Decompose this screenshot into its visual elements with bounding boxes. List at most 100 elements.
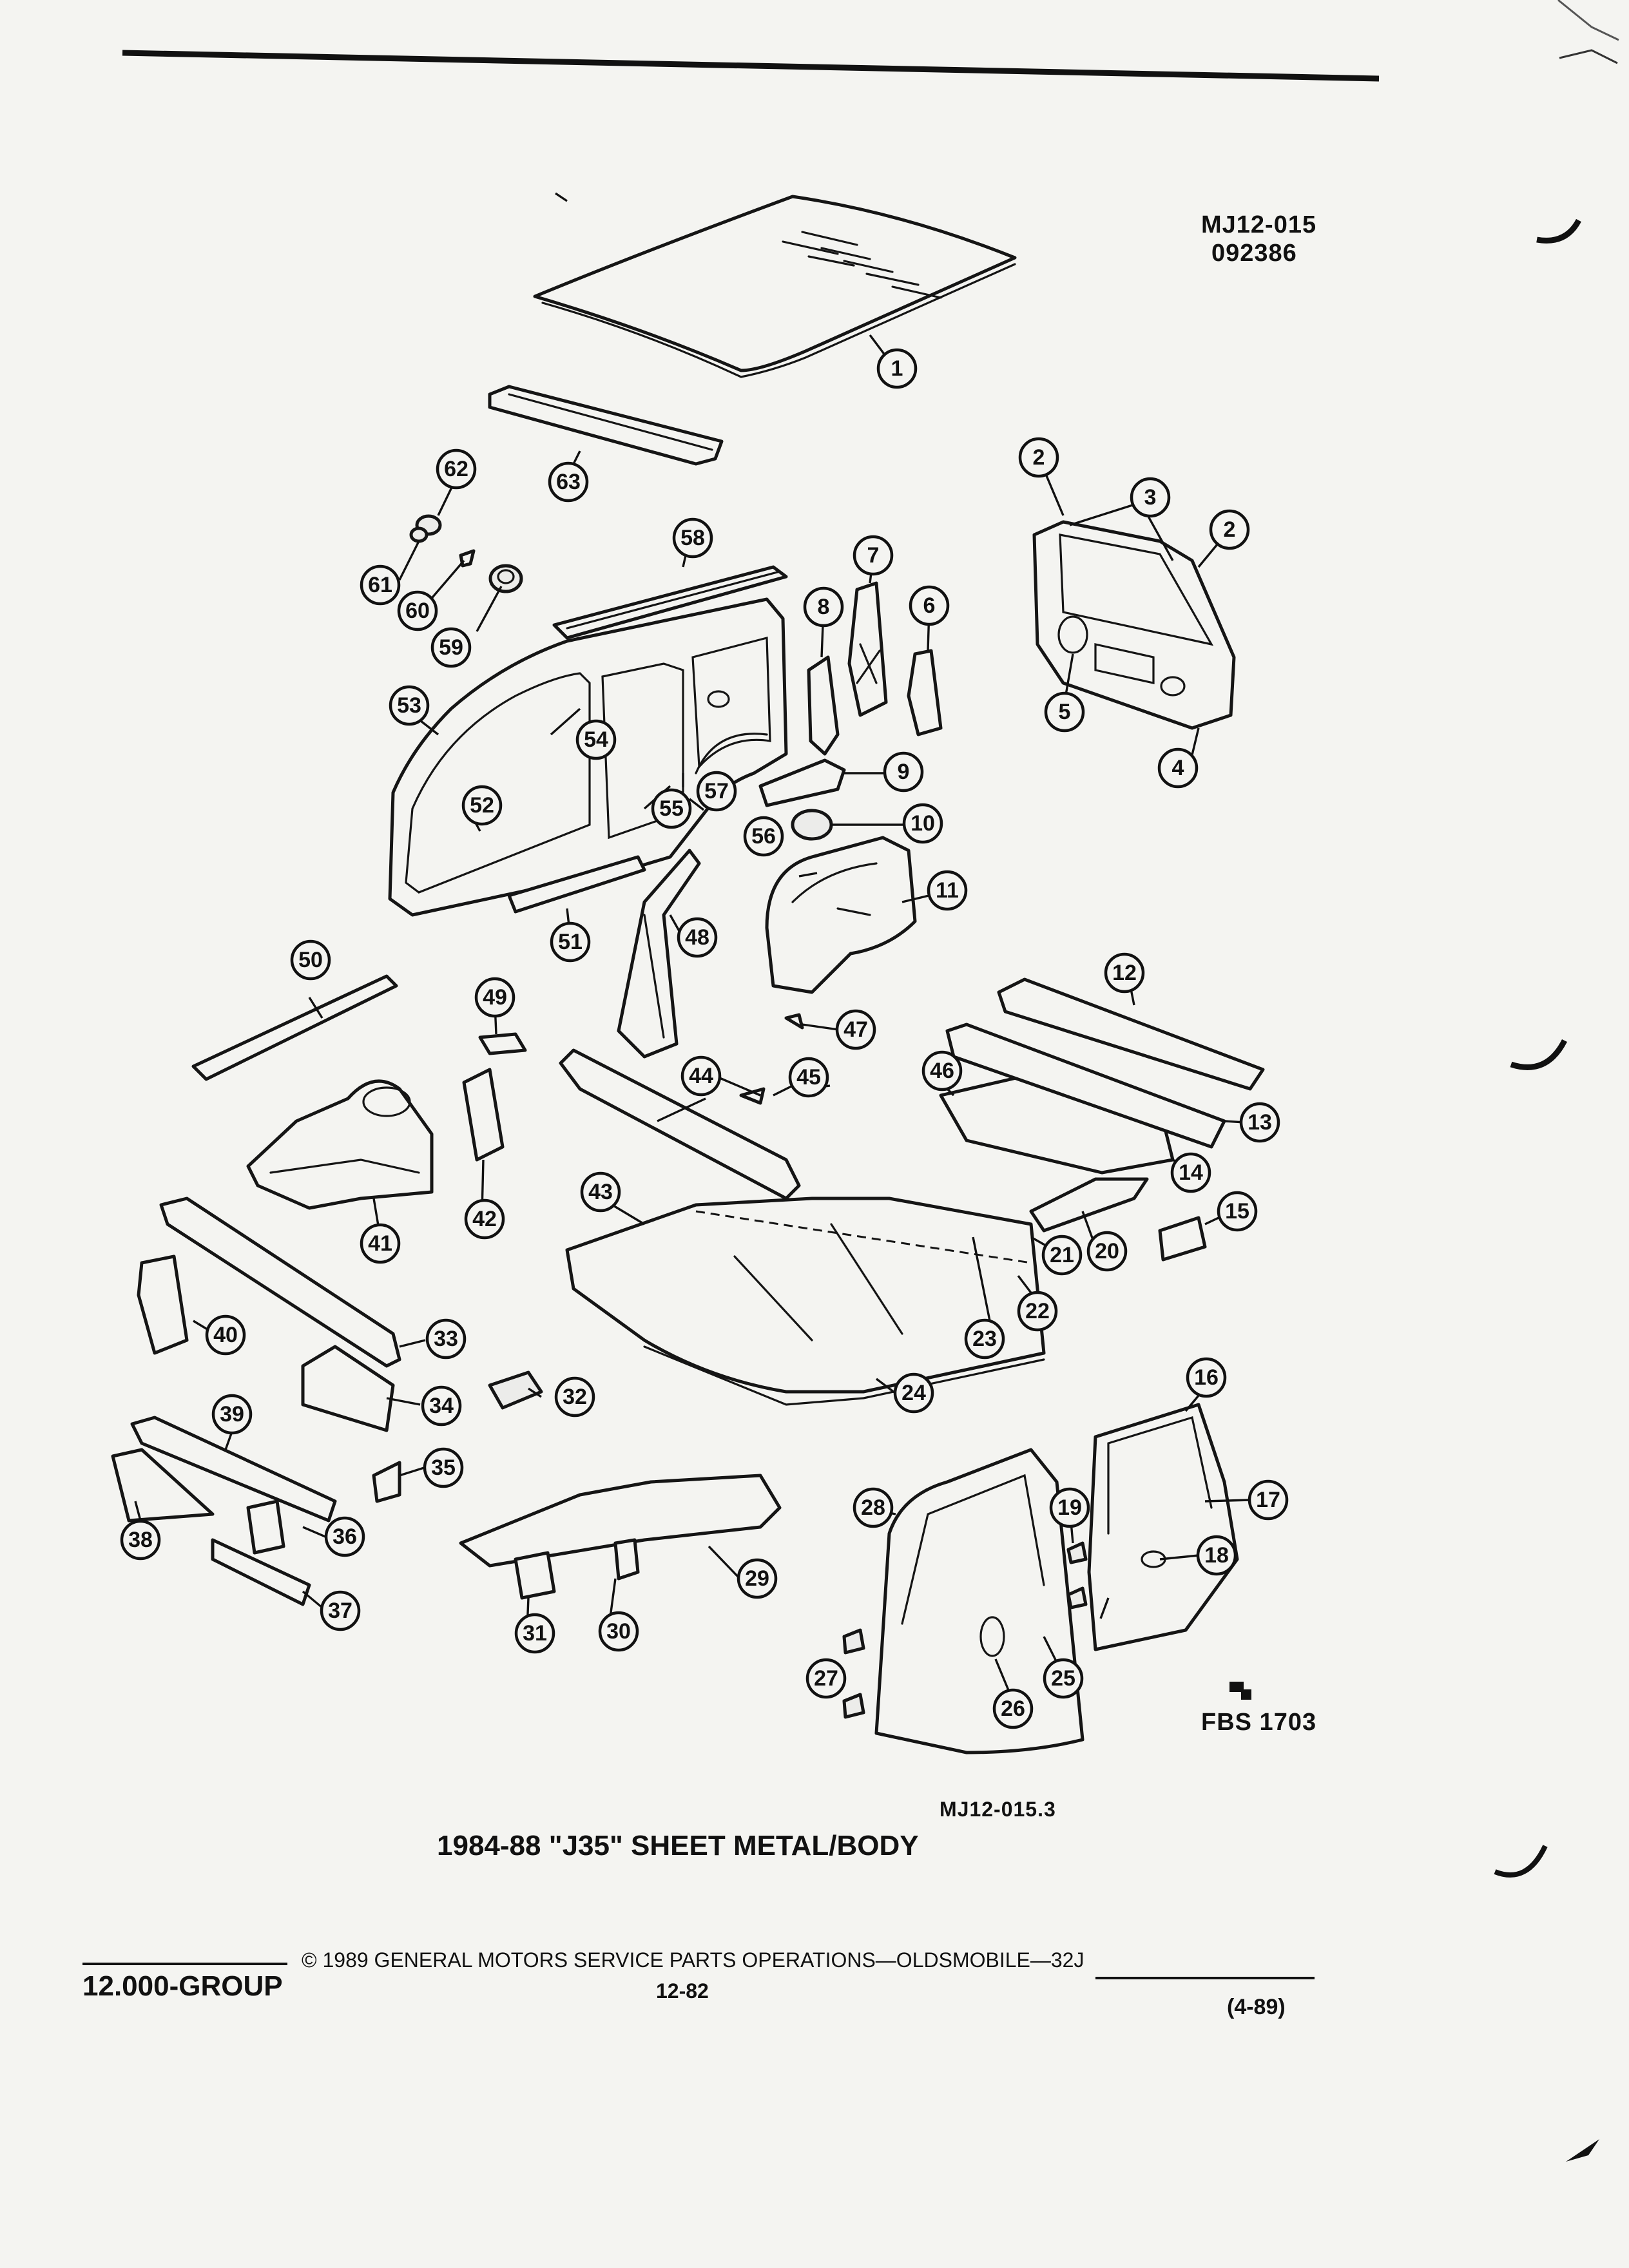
part-bracket-49 — [478, 1032, 527, 1055]
svg-text:9: 9 — [898, 760, 910, 784]
svg-text:2: 2 — [1224, 517, 1236, 542]
part-panel-40 — [137, 1254, 189, 1355]
svg-text:24: 24 — [901, 1381, 926, 1405]
svg-text:5: 5 — [1059, 700, 1071, 724]
footer-copyright: © 1989 GENERAL MOTORS SERVICE PARTS OPER… — [302, 1948, 1084, 1972]
svg-text:56: 56 — [751, 824, 776, 849]
svg-text:50: 50 — [298, 948, 323, 972]
callout-50: 50 — [290, 939, 331, 981]
callout-55: 55 — [651, 788, 692, 829]
callout-32: 32 — [554, 1376, 595, 1418]
callout-26: 26 — [992, 1688, 1034, 1729]
callout-52: 52 — [461, 785, 503, 826]
part-small-fasteners — [409, 514, 523, 593]
footer-rule-left — [82, 1963, 287, 1965]
svg-text:63: 63 — [556, 470, 581, 494]
callout-30: 30 — [598, 1611, 639, 1652]
callout-63: 63 — [548, 461, 589, 503]
svg-text:29: 29 — [745, 1566, 769, 1591]
callout-34: 34 — [421, 1385, 462, 1427]
callout-31: 31 — [514, 1613, 555, 1654]
callout-61: 61 — [360, 564, 401, 606]
fbs-number: FBS 1703 — [1201, 1709, 1317, 1736]
svg-text:49: 49 — [483, 985, 507, 1010]
top-rule — [122, 50, 1380, 82]
svg-text:46: 46 — [930, 1059, 954, 1083]
svg-text:48: 48 — [685, 925, 709, 950]
svg-text:6: 6 — [923, 593, 936, 618]
part-strut-tower — [246, 1079, 434, 1210]
part-wheelhouse — [765, 836, 917, 994]
callout-37: 37 — [320, 1590, 361, 1631]
part-rear-pillars — [807, 581, 943, 756]
callout-59: 59 — [430, 627, 472, 668]
callout-19: 19 — [1049, 1487, 1090, 1528]
svg-text:8: 8 — [818, 595, 830, 619]
callout-44: 44 — [680, 1055, 722, 1097]
callout-20: 20 — [1086, 1231, 1128, 1272]
part-door-hinges — [842, 1541, 1088, 1719]
part-bracket-9 — [758, 758, 846, 807]
part-liftgate — [1032, 520, 1236, 730]
svg-text:47: 47 — [843, 1017, 868, 1042]
svg-text:18: 18 — [1204, 1543, 1229, 1568]
svg-text:58: 58 — [680, 526, 705, 550]
part-rail-50 — [191, 974, 398, 1081]
callout-56: 56 — [743, 816, 784, 857]
svg-text:20: 20 — [1095, 1239, 1119, 1264]
callout-leaders — [134, 192, 1251, 1702]
svg-text:51: 51 — [558, 930, 583, 954]
callout-12: 12 — [1104, 952, 1145, 994]
callout-40: 40 — [205, 1314, 246, 1356]
svg-text:22: 22 — [1025, 1299, 1050, 1323]
part-hinge-pillar — [617, 849, 701, 1059]
callout-17: 17 — [1248, 1479, 1289, 1521]
callout-11: 11 — [927, 870, 968, 911]
svg-text:1: 1 — [891, 356, 903, 381]
part-bracket-42 — [462, 1068, 505, 1162]
callout-41: 41 — [360, 1223, 401, 1264]
drawing-date-code: 092386 — [1211, 240, 1297, 267]
margin-mark — [1557, 0, 1619, 41]
callout-27: 27 — [805, 1658, 847, 1699]
svg-text:28: 28 — [861, 1495, 885, 1520]
part-rear-end-panels — [945, 977, 1265, 1149]
part-clip-47 — [784, 1013, 804, 1030]
margin-mark — [1559, 49, 1618, 64]
svg-text:10: 10 — [911, 811, 935, 836]
svg-text:38: 38 — [128, 1528, 153, 1552]
callout-7: 7 — [853, 535, 894, 576]
footer-rule-right — [1095, 1977, 1315, 1979]
footer-revision: (4-89) — [1227, 1995, 1286, 2019]
svg-text:44: 44 — [689, 1064, 713, 1088]
callout-6: 6 — [909, 585, 950, 626]
callout-49: 49 — [474, 977, 516, 1018]
svg-text:17: 17 — [1256, 1488, 1280, 1512]
callout-43: 43 — [580, 1171, 621, 1213]
callout-18: 18 — [1196, 1535, 1237, 1576]
callout-35: 35 — [423, 1447, 464, 1488]
callout-60: 60 — [397, 590, 438, 631]
callout-24: 24 — [893, 1372, 934, 1414]
part-front-door — [874, 1448, 1084, 1754]
callout-57: 57 — [696, 771, 737, 812]
callout-38: 38 — [120, 1519, 161, 1561]
callout-8: 8 — [803, 586, 844, 628]
svg-text:61: 61 — [368, 573, 392, 597]
svg-text:13: 13 — [1248, 1110, 1272, 1135]
svg-text:27: 27 — [814, 1666, 838, 1691]
callout-21: 21 — [1041, 1235, 1083, 1276]
margin-mark — [1566, 2139, 1599, 2162]
footer-page-number: 12-82 — [656, 1979, 709, 2003]
gm-service-logo — [1229, 1682, 1251, 1700]
svg-text:52: 52 — [470, 793, 494, 818]
svg-text:19: 19 — [1057, 1495, 1082, 1520]
svg-text:54: 54 — [584, 727, 608, 752]
callout-47: 47 — [835, 1009, 876, 1050]
callout-16: 16 — [1186, 1357, 1227, 1398]
svg-text:31: 31 — [523, 1621, 547, 1646]
svg-text:7: 7 — [867, 543, 880, 568]
part-rear-door — [1087, 1403, 1239, 1651]
callouts: 1 2 2 3 4 5 6 7 8 9 10 11 12 13 14 15 16… — [120, 348, 1289, 1729]
